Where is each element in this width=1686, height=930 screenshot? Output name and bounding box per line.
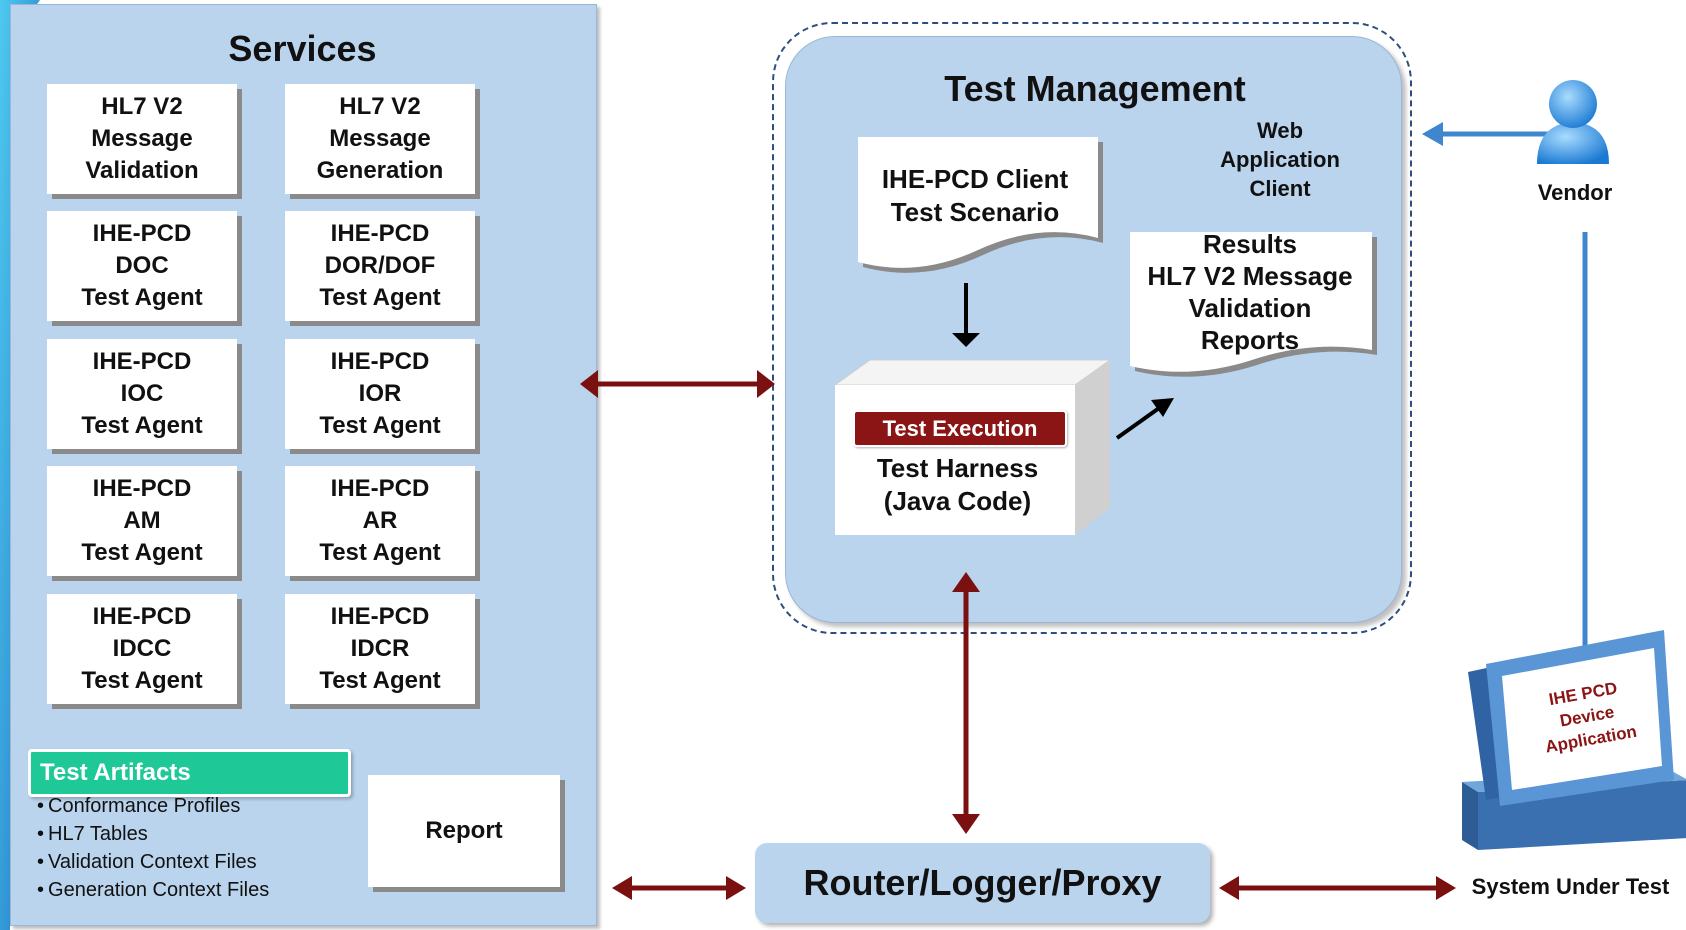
test-artifacts-header [28,749,351,797]
services-title: Services [228,28,377,69]
vendor-person-icon [1537,80,1609,164]
service-box-hl7-generation: HL7 V2 Message Generation [285,84,475,194]
vendor-label: Vendor [1537,180,1613,205]
test-artifacts-title: Test Artifacts [40,759,191,786]
service-box-ior-agent: IHE-PCD IOR Test Agent [285,339,475,449]
harness-to-results-arrow [1115,404,1164,440]
vendor-to-tm-arrow [1422,122,1560,146]
service-box-dor-dof-agent: IHE-PCD DOR/DOF Test Agent [285,211,475,321]
services-tm-double-arrow [580,370,775,398]
artifact-item: •Generation Context Files [37,879,270,901]
service-box-doc-agent: IHE-PCD DOC Test Agent [47,211,237,321]
artifact-item: •Conformance Profiles [37,795,241,817]
client-scenario-document [858,137,1103,273]
test-management-title: Test Management [944,68,1246,109]
service-box-idcr-agent: IHE-PCD IDCR Test Agent [285,594,475,704]
results-document [1130,232,1377,377]
test-execution-badge: Test Execution [853,410,1067,447]
scenario-to-harness-arrowhead [952,333,980,347]
artifact-item: •HL7 Tables [37,823,148,845]
service-box-idcc-agent: IHE-PCD IDCC Test Agent [47,594,237,704]
harness-to-results-arrowhead [1151,398,1174,417]
service-box-am-agent: IHE-PCD AM Test Agent [47,466,237,576]
test-management-dashed-border [772,22,1412,634]
router-logger-proxy-box: Router/Logger/Proxy [755,843,1210,923]
router-sut-double-arrow [1219,876,1456,900]
test-harness-label: Test Harness (Java Code) [876,453,1039,516]
report-box: Report [368,775,560,887]
service-box-hl7-validation: HL7 V2 Message Validation [47,84,237,194]
services-router-double-arrow [612,876,746,900]
client-test-scenario-label: IHE-PCD Client Test Scenario [881,164,1069,227]
harness-router-double-arrow [952,572,980,834]
results-reports-label: Results HL7 V2 Message Validation Report… [1147,229,1353,355]
service-box-ioc-agent: IHE-PCD IOC Test Agent [47,339,237,449]
web-application-client-label: Web Application Client [1220,118,1340,201]
system-under-test-label: System Under Test [1471,874,1670,899]
computer-icon [1462,630,1686,850]
artifact-item: •Validation Context Files [37,851,257,873]
service-box-ar-agent: IHE-PCD AR Test Agent [285,466,475,576]
